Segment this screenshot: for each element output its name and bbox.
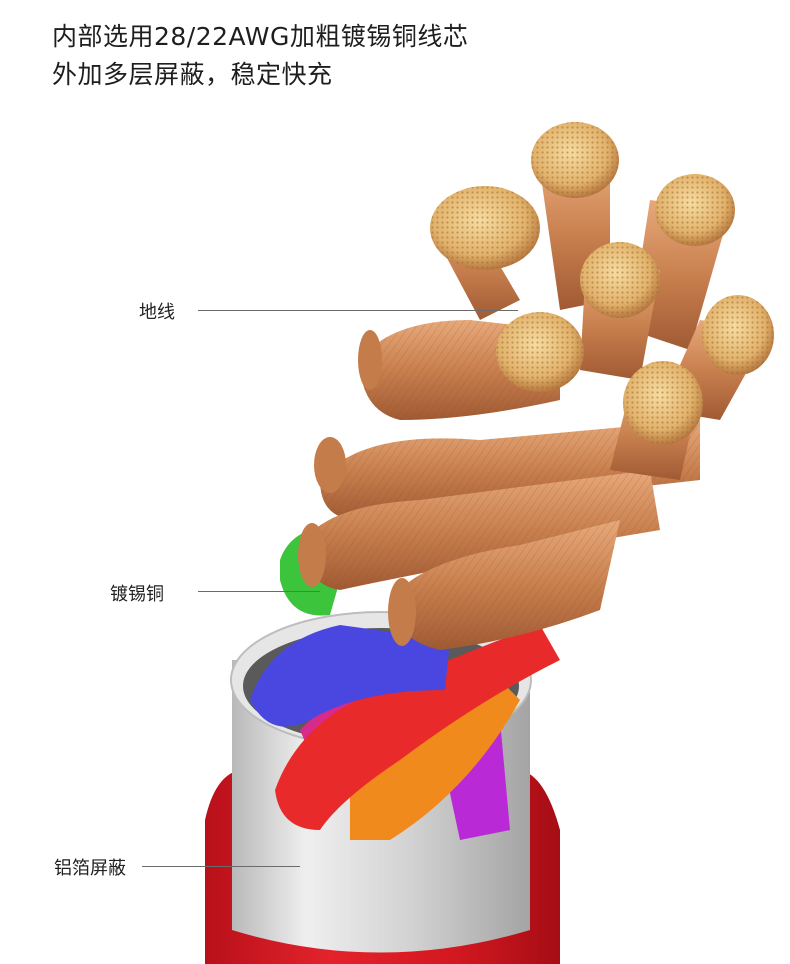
strand-bundle-end — [388, 578, 416, 646]
callout-label-tinned-copper: 镀锡铜 — [110, 584, 164, 605]
callout-line-foil-shield — [142, 866, 300, 867]
strand-bundle-end — [314, 437, 346, 493]
strand-bundle-end — [358, 330, 382, 390]
callout-label-ground: 地线 — [139, 302, 175, 323]
headline-line-2: 外加多层屏蔽，稳定快充 — [52, 60, 333, 89]
callout-label-foil-shield: 铝箔屏蔽 — [54, 858, 126, 879]
headline-line-1: 内部选用28/22AWG加粗镀锡铜线芯 — [52, 22, 469, 51]
headline: 内部选用28/22AWG加粗镀锡铜线芯 外加多层屏蔽，稳定快充 — [52, 18, 468, 94]
red-insulation — [275, 625, 560, 830]
tinned-copper-cores — [430, 122, 774, 445]
strand-bundle-end — [298, 523, 326, 587]
callout-line-tinned-copper — [198, 591, 320, 592]
callout-line-ground — [198, 310, 518, 311]
blue-insulation — [250, 625, 450, 727]
